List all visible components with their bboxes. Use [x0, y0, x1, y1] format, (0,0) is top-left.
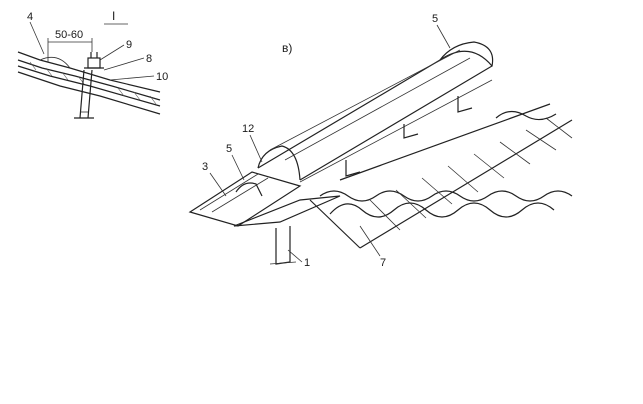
corrugation-ribs — [369, 117, 573, 231]
main-view: в) — [188, 13, 573, 269]
bracket-1 — [345, 160, 361, 177]
callout-3: 3 — [202, 161, 208, 173]
ridge-cap-outline — [257, 50, 493, 181]
callout-5-left: 5 — [226, 143, 232, 155]
leader-7 — [359, 225, 381, 257]
sheet-front-line — [359, 119, 573, 249]
detail-i: I 50-60 4 — [17, 9, 168, 119]
ridge-cap — [257, 41, 494, 183]
detail-bolt-shank-right — [87, 69, 93, 119]
callout-5-top: 5 — [432, 13, 438, 25]
callout-7: 7 — [380, 257, 386, 269]
leader-5-top — [436, 24, 451, 49]
leader-9 — [99, 44, 125, 61]
left-flashing-line-1 — [199, 173, 259, 211]
beam-base — [269, 261, 297, 265]
leader-1 — [287, 249, 303, 263]
left-flashing — [188, 171, 302, 227]
bracket-2 — [403, 124, 419, 139]
callout-10: 10 — [156, 71, 168, 83]
left-flashing-line-2 — [211, 177, 269, 213]
leader-4 — [29, 21, 45, 55]
detail-washer-curve — [39, 56, 71, 69]
detail-lower-sheet — [17, 65, 161, 107]
corrugation-top-edge — [319, 190, 573, 202]
detail-bolt-shank-left — [79, 69, 85, 119]
detail-nut — [87, 57, 101, 69]
leader-5-left — [231, 154, 245, 181]
corrugation-front-edge — [329, 202, 555, 218]
corrugated-sheets — [309, 103, 573, 249]
ridge-cap-flange — [299, 79, 493, 183]
callout-1: 1 — [304, 257, 310, 269]
beam-flange — [233, 195, 341, 227]
left-flashing-clip — [235, 182, 263, 197]
ridge-cap-end — [439, 41, 494, 67]
leader-8 — [103, 57, 145, 71]
callout-4: 4 — [27, 11, 33, 23]
callout-8: 8 — [146, 53, 152, 65]
leader-10 — [109, 75, 155, 81]
detail-mid-sheet — [17, 59, 161, 101]
detail-bottom-sheet — [17, 71, 161, 115]
beam-web — [275, 226, 291, 265]
view-label: в) — [282, 41, 292, 55]
corrugation-back-wave — [495, 110, 557, 121]
callout-12: 12 — [242, 123, 254, 135]
ridge-cap-highlight-1 — [269, 49, 461, 151]
bracket-3 — [457, 96, 473, 113]
sheet-left-edge — [309, 199, 361, 249]
left-flashing-plate — [188, 171, 302, 227]
leader-12 — [249, 134, 263, 163]
sheet-back-line — [339, 103, 551, 181]
ridge-cap-near-end — [257, 145, 301, 181]
dimension-label: 50-60 — [55, 29, 83, 41]
steel-beam — [233, 195, 341, 265]
callout-9: 9 — [126, 39, 132, 51]
ridge-cap-highlight-2 — [284, 57, 471, 161]
detail-title: I — [112, 9, 115, 23]
leader-3 — [209, 172, 227, 197]
ridge-brackets — [345, 96, 473, 177]
